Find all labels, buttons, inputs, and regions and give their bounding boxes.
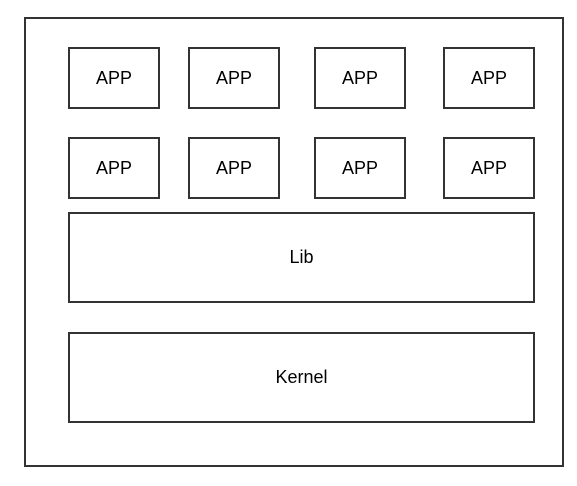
- app-box: APP: [68, 47, 160, 109]
- app-box: APP: [443, 137, 535, 199]
- app-box: APP: [188, 47, 280, 109]
- app-box: APP: [68, 137, 160, 199]
- app-box: APP: [314, 137, 406, 199]
- app-label: APP: [215, 67, 253, 88]
- app-label: APP: [341, 67, 379, 88]
- lib-box: Lib: [68, 212, 535, 303]
- kernel-box: Kernel: [68, 332, 535, 423]
- app-box: APP: [188, 137, 280, 199]
- app-box: APP: [443, 47, 535, 109]
- app-label: APP: [470, 157, 508, 178]
- app-label: APP: [470, 67, 508, 88]
- app-label: APP: [341, 157, 379, 178]
- kernel-label: Kernel: [275, 367, 328, 387]
- app-label: APP: [95, 67, 133, 88]
- app-label: APP: [215, 157, 253, 178]
- app-label: APP: [95, 157, 133, 178]
- app-box: APP: [314, 47, 406, 109]
- lib-label: Lib: [289, 247, 314, 267]
